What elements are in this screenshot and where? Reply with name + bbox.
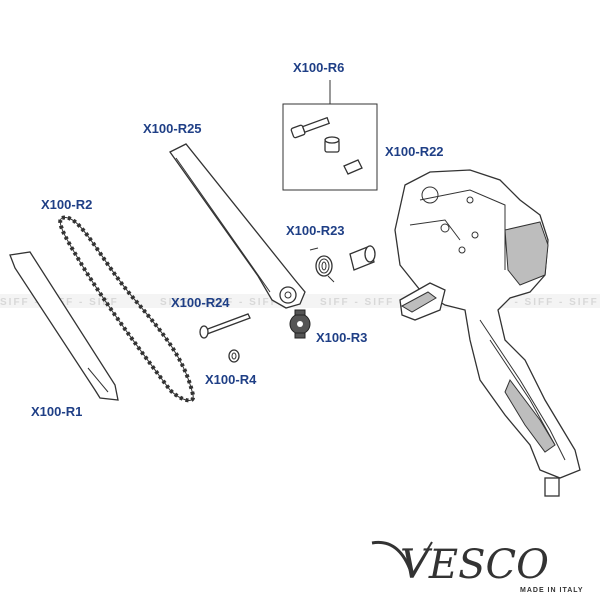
part-r23-bushing [349, 245, 376, 271]
brand-tagline: MADE IN ITALY [520, 587, 584, 594]
label-r2: X100-R2 [41, 197, 92, 212]
label-r4: X100-R4 [205, 372, 257, 387]
label-r23: X100-R23 [286, 223, 345, 238]
brand-name: VESCO [400, 542, 549, 588]
part-r23-spring [309, 247, 335, 283]
part-r4-washer [228, 349, 240, 363]
part-r6-kit [282, 80, 378, 191]
vesco-logo: VESCO MADE IN ITALY [371, 540, 584, 594]
part-r1-guide-bar [9, 251, 119, 401]
label-r1: X100-R1 [31, 404, 82, 419]
watermark-text-3: SIFF - SIFF - SIFF [320, 297, 439, 308]
label-r24: X100-R24 [171, 295, 230, 310]
part-r24-pin [199, 313, 251, 339]
label-r6: X100-R6 [293, 60, 344, 75]
watermark-text-4: SIFF - SIFF - SIFF [480, 297, 599, 308]
label-r25: X100-R25 [143, 121, 202, 136]
watermark-text-2: SIFF - SIFF - SIFF [160, 297, 279, 308]
part-r3-gear [289, 309, 311, 339]
part-r22-gun-body [394, 169, 581, 497]
label-r22: X100-R22 [385, 144, 444, 159]
label-r3: X100-R3 [316, 330, 367, 345]
part-r2-chain [58, 215, 196, 403]
part-r25-arm [169, 143, 306, 309]
